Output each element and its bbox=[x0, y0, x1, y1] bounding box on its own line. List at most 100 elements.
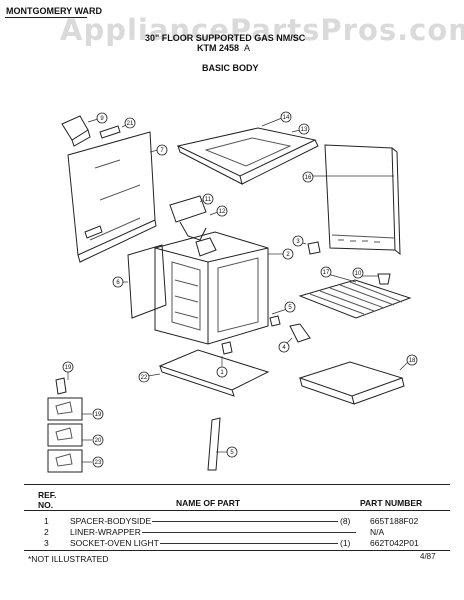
callout-18: 18 bbox=[406, 354, 418, 366]
part-3-light-socket bbox=[307, 241, 321, 255]
part-6-insulation-panel bbox=[127, 244, 167, 319]
row-qty: (8) bbox=[340, 516, 351, 526]
row-leader bbox=[152, 521, 338, 522]
part-9-bracket bbox=[61, 115, 91, 147]
model-revision: A bbox=[244, 43, 251, 53]
callout-circle bbox=[284, 301, 296, 313]
callout-label: 14 bbox=[283, 115, 290, 121]
model-code: KTM 2458 bbox=[197, 43, 240, 53]
callout-label: 10 bbox=[355, 271, 362, 277]
model-title: 30" FLOOR SUPPORTED GAS NM/SC bbox=[145, 33, 306, 43]
callout-circle bbox=[320, 266, 332, 278]
part-4-spacer bbox=[289, 323, 311, 343]
callout-circle bbox=[138, 371, 150, 383]
callout-circle bbox=[92, 408, 104, 420]
callout-circle bbox=[92, 434, 104, 446]
part-18-broiler-pan bbox=[298, 361, 405, 405]
callout-1: 1 bbox=[216, 366, 228, 378]
callout-label: 21 bbox=[127, 121, 134, 127]
callout-label: 9 bbox=[100, 116, 104, 122]
callout-circle bbox=[278, 341, 290, 353]
watermark-text: AppliancePartsPros.com bbox=[60, 13, 464, 47]
callout-label: 4 bbox=[282, 345, 286, 351]
part-22-bottom-panel bbox=[158, 349, 270, 397]
callout-label: 19 bbox=[95, 412, 102, 418]
callout-label: 17 bbox=[323, 270, 330, 276]
callout-label: 22 bbox=[141, 375, 148, 381]
callout-5: 5 bbox=[284, 301, 296, 313]
callout-16: 16 bbox=[302, 171, 314, 183]
callout-14: 14 bbox=[280, 111, 292, 123]
row-qty: (1) bbox=[340, 538, 351, 548]
callout-circle bbox=[352, 267, 364, 279]
callout-2: 2 bbox=[282, 248, 294, 260]
brand-name: MONTGOMERY WARD bbox=[6, 6, 102, 16]
row-part-number: N/A bbox=[370, 527, 385, 537]
row-leader bbox=[142, 532, 356, 533]
callout-20: 20 bbox=[92, 434, 104, 446]
callout-circle bbox=[216, 205, 228, 217]
callout-label: 6 bbox=[116, 280, 120, 286]
callout-7: 7 bbox=[156, 144, 168, 156]
callout-circle bbox=[298, 123, 310, 135]
part-16-back-panel bbox=[324, 144, 401, 256]
callout-circle bbox=[62, 361, 74, 373]
model-number: KTM 2458 A bbox=[197, 43, 250, 53]
callout-4: 4 bbox=[278, 341, 290, 353]
small-parts-inset bbox=[47, 377, 83, 473]
callout-label: 20 bbox=[95, 438, 102, 444]
row-ref: 2 bbox=[44, 527, 49, 537]
callout-label: 5 bbox=[230, 450, 234, 456]
row-name: SPACER-BODYSIDE bbox=[70, 516, 152, 526]
part-11-burner-assembly bbox=[169, 195, 217, 257]
callout-circle bbox=[226, 446, 238, 458]
callout-22: 22 bbox=[138, 371, 150, 383]
callout-circle bbox=[202, 193, 214, 205]
row-part-number: 665T188F02 bbox=[370, 516, 419, 526]
brand-underline bbox=[5, 17, 87, 18]
table-header-no: NO. bbox=[38, 500, 54, 510]
row-part-number: 662T042P01 bbox=[370, 538, 419, 548]
revision-date: 4/87 bbox=[420, 552, 436, 561]
callout-19: 19 bbox=[92, 408, 104, 420]
callout-label: 3 bbox=[296, 239, 300, 245]
callout-10: 10 bbox=[352, 267, 364, 279]
callout-13: 13 bbox=[298, 123, 310, 135]
callout-circle bbox=[216, 366, 228, 378]
callout-circle bbox=[112, 276, 124, 288]
part-2-oven-body bbox=[154, 231, 269, 345]
callout-circle bbox=[292, 235, 304, 247]
table-header-name: NAME OF PART bbox=[176, 498, 241, 508]
callout-17: 17 bbox=[320, 266, 332, 278]
callout-circle bbox=[280, 111, 292, 123]
table-header-part: PART NUMBER bbox=[360, 498, 423, 508]
callout-circle bbox=[96, 112, 108, 124]
section-title: BASIC BODY bbox=[202, 63, 259, 73]
footnote: *NOT ILLUSTRATED bbox=[28, 554, 109, 564]
callout-9: 9 bbox=[96, 112, 108, 124]
callout-circle bbox=[156, 144, 168, 156]
callout-11: 11 bbox=[202, 193, 214, 205]
callout-label: 2 bbox=[286, 252, 290, 258]
row-name: SOCKET-OVEN LIGHT bbox=[70, 538, 159, 548]
callout-label: 23 bbox=[95, 460, 102, 466]
callout-3: 3 bbox=[292, 235, 304, 247]
callout-label: 19 bbox=[65, 365, 72, 371]
callout-label: 13 bbox=[301, 127, 308, 133]
callout-circle bbox=[406, 354, 418, 366]
table-header-rule bbox=[24, 510, 450, 511]
part-21-clip bbox=[99, 125, 121, 139]
part-7-side-panel bbox=[67, 131, 157, 263]
part-13-cooktop bbox=[176, 127, 319, 185]
callout-23: 23 bbox=[92, 456, 104, 468]
callout-circle bbox=[92, 456, 104, 468]
table-top-rule bbox=[24, 484, 450, 485]
table-header-ref: REF. bbox=[38, 490, 57, 500]
row-leader bbox=[160, 543, 338, 544]
callout-12: 12 bbox=[216, 205, 228, 217]
callout-5: 5 bbox=[226, 446, 238, 458]
callout-label: 16 bbox=[305, 175, 312, 181]
part-10-knob bbox=[377, 273, 391, 285]
callout-label: 1 bbox=[220, 370, 224, 376]
